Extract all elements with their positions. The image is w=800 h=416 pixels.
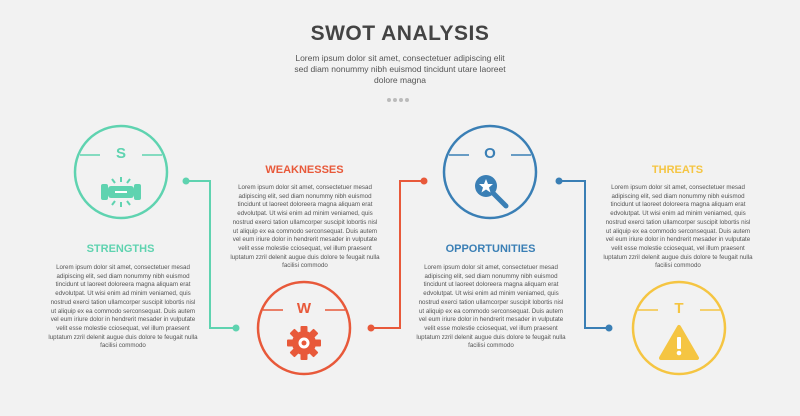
page-subtitle: Lorem ipsum dolor sit amet, consectetuer… bbox=[294, 53, 506, 85]
strengths-letter: S bbox=[115, 145, 126, 162]
opportunities-circle bbox=[442, 124, 538, 220]
page-title: SWOT ANALYSIS bbox=[310, 22, 490, 45]
warning-icon bbox=[659, 325, 699, 360]
strengths-body: Lorem ipsum dolor sit amet, consectetuer… bbox=[48, 264, 198, 350]
connector-dot bbox=[555, 177, 563, 185]
connector-dot bbox=[182, 177, 190, 185]
pagination-dots bbox=[387, 89, 415, 102]
opportunities-body: Lorem ipsum dolor sit amet, consectetuer… bbox=[416, 264, 566, 350]
connector-dot bbox=[367, 324, 375, 332]
strengths-circle bbox=[73, 124, 169, 220]
magnifier-star-icon bbox=[475, 175, 509, 209]
connector-dot bbox=[420, 177, 428, 185]
threats-circle bbox=[631, 280, 727, 376]
weaknesses-letter: W bbox=[296, 300, 312, 317]
connector-dot bbox=[232, 324, 240, 332]
strengths-heading: STRENGTHS bbox=[86, 243, 155, 255]
gear-icon bbox=[287, 326, 321, 360]
threats-heading: THREATS bbox=[651, 164, 704, 176]
opportunities-letter: O bbox=[484, 145, 496, 162]
weaknesses-circle bbox=[256, 280, 352, 376]
opportunities-heading: OPPORTUNITIES bbox=[445, 243, 536, 255]
weaknesses-heading: WEAKNESSES bbox=[265, 164, 344, 176]
connector-s-w bbox=[186, 180, 236, 329]
connector-dot bbox=[605, 324, 613, 332]
threats-body: Lorem ipsum dolor sit amet, consectetuer… bbox=[603, 184, 753, 270]
weaknesses-body: Lorem ipsum dolor sit amet, consectetuer… bbox=[230, 184, 380, 270]
connector-o-t bbox=[559, 180, 609, 329]
handshake-icon bbox=[101, 177, 141, 207]
threats-letter: T bbox=[674, 300, 684, 317]
connector-w-o bbox=[371, 180, 424, 329]
